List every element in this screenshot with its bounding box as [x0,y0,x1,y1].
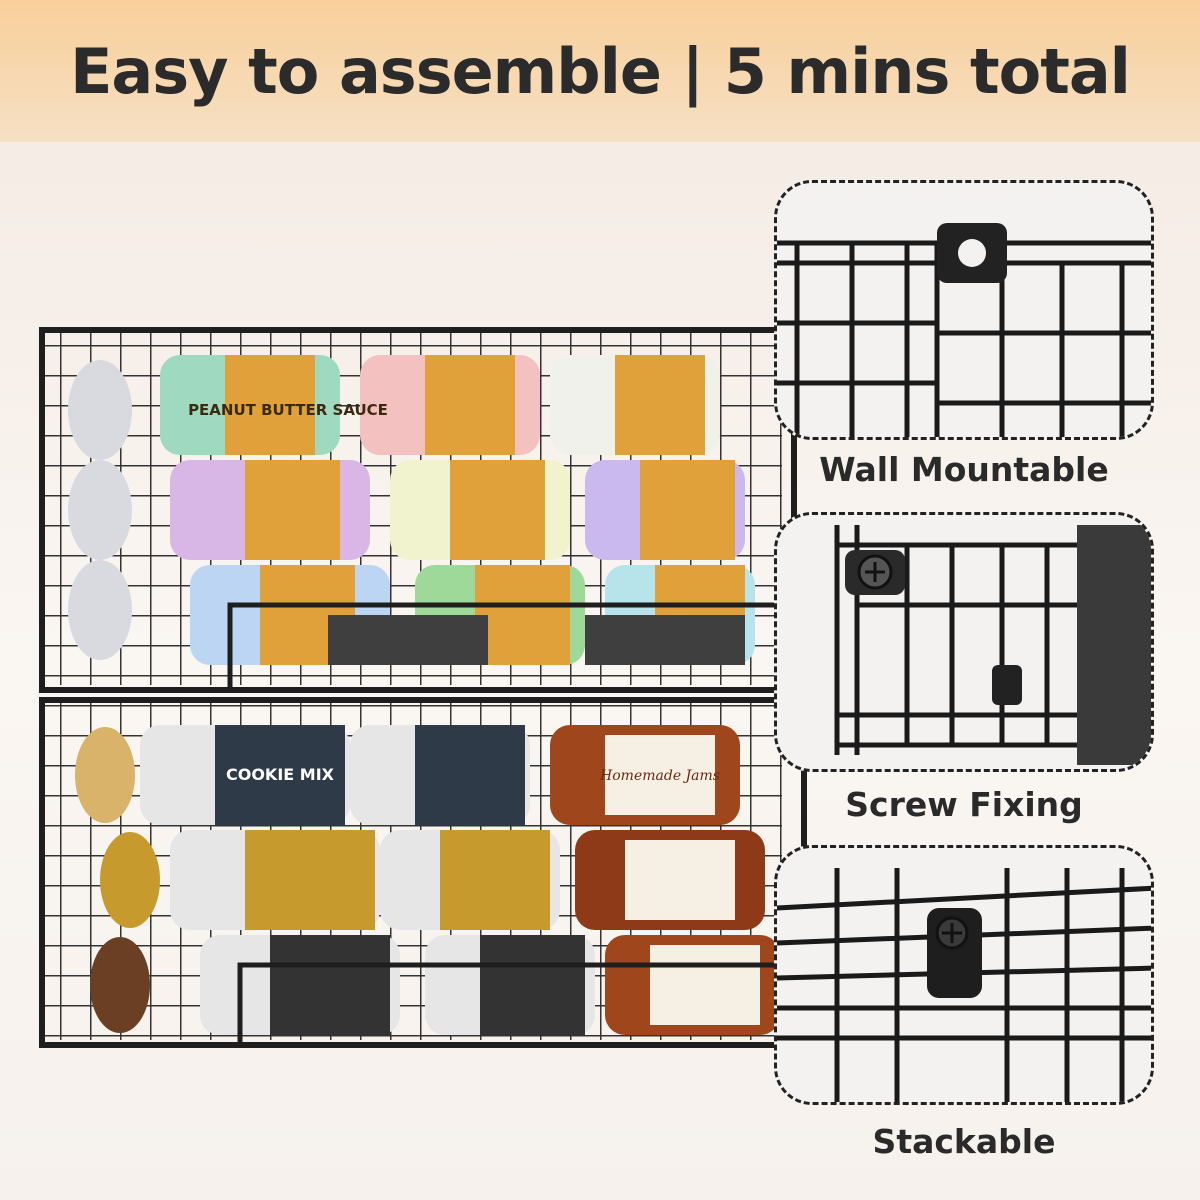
page-title: Easy to assemble | 5 mins total [70,34,1131,108]
feature-label-screw-fixing: Screw Fixing [845,785,1083,824]
feature-label-wall-mountable: Wall Mountable [819,450,1109,489]
jam-jar-label: Homemade Jams [599,768,720,784]
peanut-jar-label: PEANUT BUTTER SAUCE [188,401,388,419]
feature-label-stackable: Stackable [872,1122,1056,1161]
wall-mount-hole-icon [958,239,986,267]
stack-icon [927,908,982,998]
header-banner: Easy to assemble | 5 mins total [0,0,1200,142]
lower-jars [75,725,780,1035]
cookie-jar-label: COOKIE MIX [226,765,335,784]
detail-wall-mountable [774,180,1154,440]
detail-screw-fixing [774,512,1154,772]
screw-icon [845,550,905,595]
product-image: PEANUT BUTTER SAUCE [30,315,810,1055]
detail-stackable [774,845,1154,1105]
